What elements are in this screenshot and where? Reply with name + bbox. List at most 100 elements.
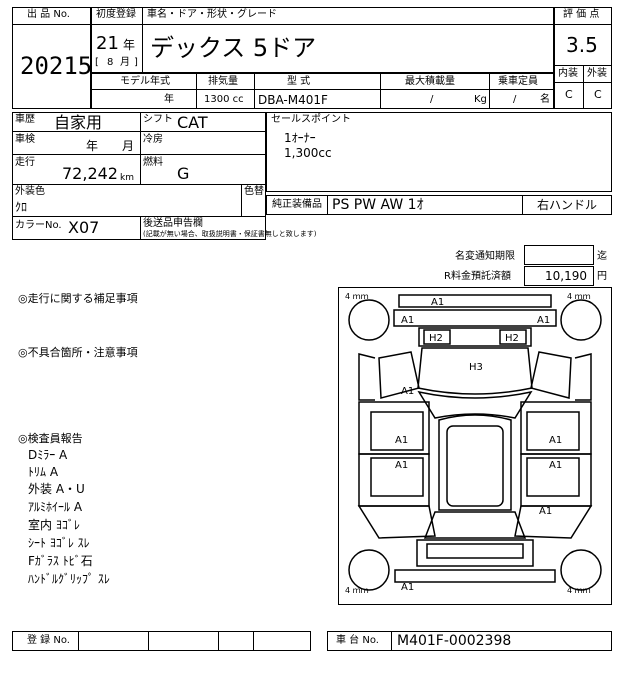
rear-left-tire bbox=[348, 549, 390, 591]
left-front-door-outline bbox=[358, 401, 430, 455]
mark-left-front-door: A1 bbox=[395, 435, 408, 446]
max-load-value: / bbox=[430, 94, 434, 105]
model-year-value: 年 bbox=[164, 94, 174, 105]
fuel-value: G bbox=[177, 164, 190, 183]
sales-point-label: セールスポイント bbox=[271, 114, 351, 125]
report-line: ﾊﾝﾄﾞﾙｸﾞﾘｯﾌﾟ ｽﾚ bbox=[28, 572, 110, 586]
right-front-door-outline bbox=[520, 401, 592, 455]
mark-hood-front: A1 bbox=[401, 315, 414, 326]
right-rear-window-outline bbox=[526, 457, 580, 497]
lot-number: 20215 bbox=[20, 52, 93, 80]
history-value: 自家用 bbox=[54, 113, 103, 132]
vehicle-name: デックス 5ドア bbox=[150, 34, 317, 62]
vehicle-name-label: 車名・ドア・形状・グレード bbox=[147, 9, 277, 20]
left-rear-door-outline bbox=[358, 453, 430, 507]
recycle-field bbox=[524, 266, 594, 286]
roof-panel-outline bbox=[446, 425, 504, 507]
color-no-label: カラーNo. bbox=[15, 220, 62, 231]
driving-notes-label: ◎走行に関する補足事項 bbox=[18, 292, 138, 305]
windshield-outline bbox=[417, 390, 533, 419]
shift-value: CAT bbox=[177, 113, 208, 132]
front-panel-outline bbox=[393, 309, 557, 327]
car-diagram: 4 ｍｍ 4 ｍｍ 4 ｍｍ 4 ｍｍ A1 A1 A1 H2 H2 H3 A1… bbox=[338, 287, 612, 605]
report-line: Fｶﾞﾗｽ ﾄﾋﾞ石 bbox=[28, 554, 93, 568]
mark-left-rear-door: A1 bbox=[395, 460, 408, 471]
equipment-label: 純正装備品 bbox=[272, 199, 322, 210]
lot-number-label: 出 品 No. bbox=[27, 9, 70, 20]
vehicle-name-box bbox=[91, 7, 554, 73]
interior-grade: C bbox=[565, 88, 573, 101]
report-line: 室内 ﾖｺﾞﾚ bbox=[28, 518, 80, 532]
tire-depth-rl: 4 ｍｍ bbox=[345, 586, 369, 595]
repaint-label: 色替 bbox=[244, 186, 264, 197]
name-change-label: 名変通知期限 bbox=[455, 251, 515, 262]
mark-front-bumper: A1 bbox=[431, 297, 444, 308]
exterior-grade: C bbox=[594, 88, 602, 101]
tire-depth-fr: 4 ｍｍ bbox=[567, 292, 591, 301]
front-left-tire bbox=[348, 299, 390, 341]
inspection-year: 年 bbox=[86, 139, 99, 153]
car-diagram-svg: 4 ｍｍ 4 ｍｍ 4 ｍｍ 4 ｍｍ A1 A1 A1 H2 H2 H3 A1… bbox=[345, 292, 602, 595]
chassis-no-value: M401F-0002398 bbox=[397, 633, 512, 649]
report-line: ﾄﾘﾑ A bbox=[28, 465, 59, 479]
headlight-right-outline bbox=[499, 329, 527, 345]
mark-rear-bumper: A1 bbox=[401, 582, 414, 593]
max-load-label: 最大積載量 bbox=[405, 76, 455, 87]
left-fender-outline bbox=[378, 351, 420, 399]
fuel-label: 燃料 bbox=[143, 157, 163, 168]
first-registration-month: 8 bbox=[107, 57, 114, 68]
left-mirror-outline bbox=[358, 353, 376, 401]
recycle-unit: 円 bbox=[597, 271, 607, 282]
tire-depth-fl: 4 ｍｍ bbox=[345, 292, 369, 301]
headlight-row-outline bbox=[418, 327, 532, 347]
ac-label: 冷房 bbox=[143, 134, 163, 145]
inspection-month: 月 bbox=[122, 139, 135, 153]
rating-label: 評 価 点 bbox=[563, 9, 600, 20]
rear-right-tire bbox=[560, 549, 602, 591]
first-registration-label: 初度登録 bbox=[96, 9, 136, 20]
front-right-tire bbox=[560, 299, 602, 341]
left-front-window-outline bbox=[370, 411, 424, 451]
right-front-window-outline bbox=[526, 411, 580, 451]
first-registration-month-unit: 月 bbox=[120, 57, 130, 68]
registration-no-label: 登 録 No. bbox=[27, 635, 70, 646]
steering-side: 右ハンドル bbox=[537, 198, 598, 212]
mileage-value: 72,242 bbox=[62, 164, 118, 183]
tire-depth-rr: 4 ｍｍ bbox=[567, 586, 591, 595]
sales-point-box bbox=[266, 112, 612, 192]
color-no-value: X07 bbox=[68, 218, 100, 237]
name-change-field bbox=[524, 245, 594, 265]
mark-hood: H3 bbox=[469, 362, 483, 373]
capacity-label: 乗車定員 bbox=[498, 76, 538, 87]
delivery-label: 後送品申告欄 bbox=[143, 218, 203, 229]
sales-point-line2: 1,300cc bbox=[284, 146, 332, 160]
front-bumper-outline bbox=[398, 294, 552, 308]
defects-label: ◎不具合箇所・注意事項 bbox=[18, 346, 138, 359]
license-plate-outline bbox=[426, 543, 524, 559]
headlight-left-outline bbox=[423, 329, 451, 345]
recycle-label: R料金預託済額 bbox=[444, 271, 511, 282]
interior-label: 内装 bbox=[558, 68, 578, 79]
history-label: 車歴 bbox=[15, 114, 35, 125]
report-line: ｼｰﾄ ﾖｺﾞﾚ ｽﾚ bbox=[28, 536, 90, 550]
month-bracket-open: [ bbox=[95, 57, 99, 68]
report-line: Dﾐﾗｰ A bbox=[28, 448, 68, 462]
chassis-no-box bbox=[327, 631, 612, 651]
mark-headlight-right: H2 bbox=[505, 333, 519, 344]
exterior-label: 外装 bbox=[587, 68, 607, 79]
max-load-unit: Kg bbox=[474, 94, 487, 105]
mark-hood-front-right: A1 bbox=[537, 315, 550, 326]
rating-score: 3.5 bbox=[566, 33, 598, 57]
rear-window-outline bbox=[423, 511, 527, 539]
ext-color-label: 外装色 bbox=[15, 186, 45, 197]
first-registration-year: 21 bbox=[96, 33, 119, 54]
inspector-report-label: ◎検査員報告 bbox=[18, 432, 83, 445]
mark-right-front-door: A1 bbox=[549, 435, 562, 446]
month-bracket-close: ] bbox=[134, 57, 138, 68]
mark-right-rear-door: A1 bbox=[549, 460, 562, 471]
capacity-unit: 名 bbox=[540, 94, 550, 105]
delivery-note: (記載が無い場合、取扱説明書・保証書無しと致します) bbox=[143, 230, 317, 238]
displacement-label: 排気量 bbox=[208, 76, 238, 87]
chassis-no-label: 車 台 No. bbox=[336, 635, 379, 646]
right-rear-quarter-outline bbox=[514, 505, 593, 539]
